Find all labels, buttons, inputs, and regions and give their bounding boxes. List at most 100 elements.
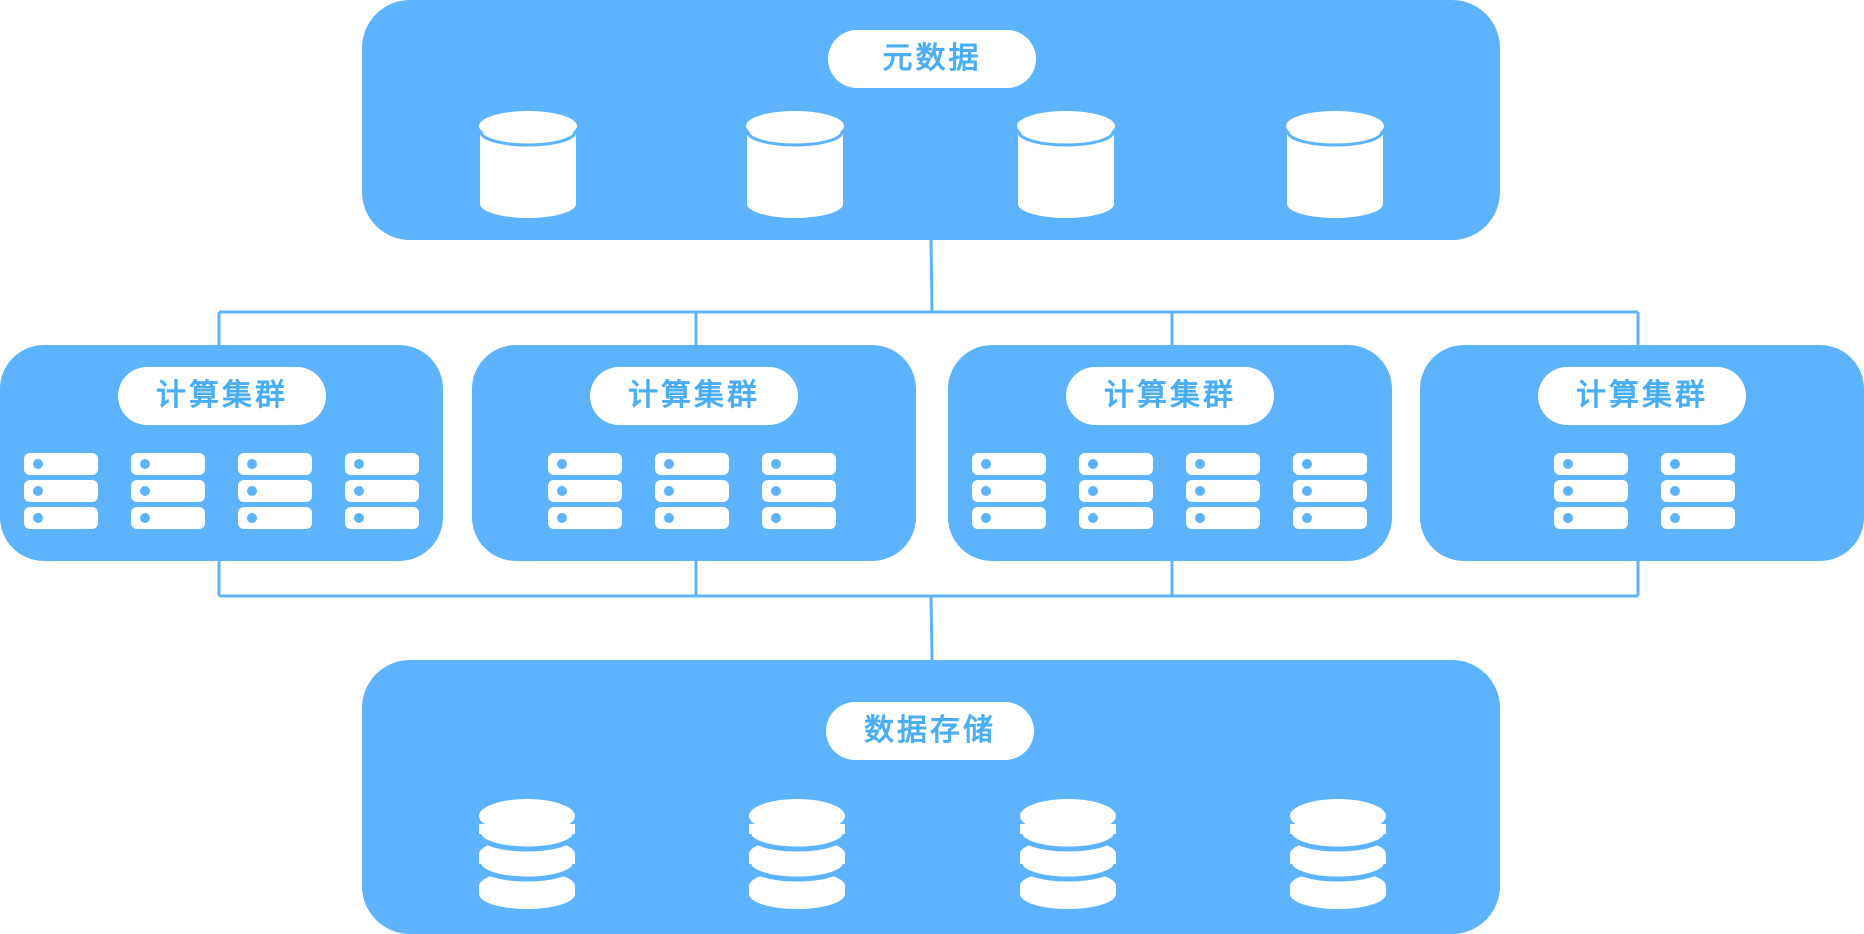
status-led-icon bbox=[247, 459, 257, 469]
status-led-icon bbox=[1302, 459, 1312, 469]
database-stack-icon-2 bbox=[746, 794, 848, 912]
connector-storage-up bbox=[929, 595, 934, 661]
server-unit bbox=[238, 453, 312, 475]
metadata-label: 元数据 bbox=[828, 30, 1036, 88]
server-unit bbox=[1186, 480, 1260, 502]
server-unit bbox=[655, 507, 729, 529]
server-rack-icon bbox=[1293, 453, 1367, 529]
server-unit bbox=[1554, 507, 1628, 529]
database-icon-1 bbox=[478, 110, 578, 222]
status-led-icon bbox=[354, 459, 364, 469]
status-led-icon bbox=[33, 486, 43, 496]
compute-cluster-panel-2: 计算集群 bbox=[472, 345, 916, 561]
server-unit bbox=[548, 507, 622, 529]
status-led-icon bbox=[1563, 459, 1573, 469]
server-rack-icon bbox=[345, 453, 419, 529]
status-led-icon bbox=[33, 459, 43, 469]
server-unit bbox=[655, 453, 729, 475]
status-led-icon bbox=[33, 513, 43, 523]
metadata-panel: 元数据 bbox=[362, 0, 1500, 240]
status-led-icon bbox=[1670, 459, 1680, 469]
database-icon-4 bbox=[1285, 110, 1385, 222]
status-led-icon bbox=[1302, 513, 1312, 523]
server-unit bbox=[345, 453, 419, 475]
status-led-icon bbox=[1563, 486, 1573, 496]
compute-cluster-panel-1: 计算集群 bbox=[0, 345, 443, 561]
server-unit bbox=[1293, 480, 1367, 502]
status-led-icon bbox=[664, 513, 674, 523]
status-led-icon bbox=[1195, 486, 1205, 496]
server-rack-icon bbox=[762, 453, 836, 529]
server-unit bbox=[1661, 507, 1735, 529]
server-unit bbox=[762, 453, 836, 475]
server-rack-icon bbox=[1554, 453, 1628, 529]
status-led-icon bbox=[1195, 459, 1205, 469]
status-led-icon bbox=[1088, 459, 1098, 469]
compute-cluster-panel-4: 计算集群 bbox=[1420, 345, 1864, 561]
connector-metadata-down bbox=[929, 237, 934, 313]
server-unit bbox=[655, 480, 729, 502]
status-led-icon bbox=[771, 486, 781, 496]
server-rack-icon bbox=[1661, 453, 1735, 529]
status-led-icon bbox=[1670, 513, 1680, 523]
server-rack-icon bbox=[972, 453, 1046, 529]
status-led-icon bbox=[771, 513, 781, 523]
server-unit bbox=[238, 507, 312, 529]
server-unit bbox=[131, 453, 205, 475]
compute-cluster-panel-3: 计算集群 bbox=[948, 345, 1392, 561]
server-unit bbox=[762, 480, 836, 502]
status-led-icon bbox=[1088, 513, 1098, 523]
server-unit bbox=[24, 453, 98, 475]
status-led-icon bbox=[140, 513, 150, 523]
compute-cluster-label-4: 计算集群 bbox=[1538, 367, 1746, 425]
compute-cluster-label-1: 计算集群 bbox=[118, 367, 326, 425]
status-led-icon bbox=[557, 513, 567, 523]
status-led-icon bbox=[771, 459, 781, 469]
status-led-icon bbox=[1670, 486, 1680, 496]
status-led-icon bbox=[1563, 513, 1573, 523]
server-unit bbox=[24, 480, 98, 502]
server-rack-icon bbox=[24, 453, 98, 529]
storage-panel: 数据存储 bbox=[362, 660, 1500, 934]
status-led-icon bbox=[354, 486, 364, 496]
status-led-icon bbox=[981, 459, 991, 469]
server-rack-icon bbox=[655, 453, 729, 529]
server-unit bbox=[1661, 480, 1735, 502]
status-led-icon bbox=[664, 459, 674, 469]
server-unit bbox=[972, 507, 1046, 529]
server-unit bbox=[1554, 453, 1628, 475]
server-unit bbox=[345, 507, 419, 529]
status-led-icon bbox=[1302, 486, 1312, 496]
server-unit bbox=[1079, 453, 1153, 475]
server-unit bbox=[1079, 480, 1153, 502]
server-rack-icon bbox=[1186, 453, 1260, 529]
compute-cluster-label-2: 计算集群 bbox=[590, 367, 798, 425]
status-led-icon bbox=[1195, 513, 1205, 523]
storage-label: 数据存储 bbox=[826, 702, 1034, 760]
server-unit bbox=[972, 453, 1046, 475]
server-rack-icon bbox=[548, 453, 622, 529]
server-unit bbox=[238, 480, 312, 502]
database-stack-icon-3 bbox=[1017, 794, 1119, 912]
server-unit bbox=[1293, 453, 1367, 475]
server-unit bbox=[1554, 480, 1628, 502]
status-led-icon bbox=[140, 486, 150, 496]
server-unit bbox=[345, 480, 419, 502]
server-rack-icon bbox=[131, 453, 205, 529]
database-stack-icon-4 bbox=[1287, 794, 1389, 912]
status-led-icon bbox=[140, 459, 150, 469]
status-led-icon bbox=[981, 513, 991, 523]
status-led-icon bbox=[247, 486, 257, 496]
database-icon-2 bbox=[745, 110, 845, 222]
server-unit bbox=[548, 453, 622, 475]
server-unit bbox=[1661, 453, 1735, 475]
server-unit bbox=[972, 480, 1046, 502]
server-rack-icon bbox=[1079, 453, 1153, 529]
server-unit bbox=[1186, 507, 1260, 529]
server-unit bbox=[131, 507, 205, 529]
database-stack-icon-1 bbox=[476, 794, 578, 912]
compute-cluster-label-3: 计算集群 bbox=[1066, 367, 1274, 425]
server-unit bbox=[24, 507, 98, 529]
status-led-icon bbox=[557, 459, 567, 469]
